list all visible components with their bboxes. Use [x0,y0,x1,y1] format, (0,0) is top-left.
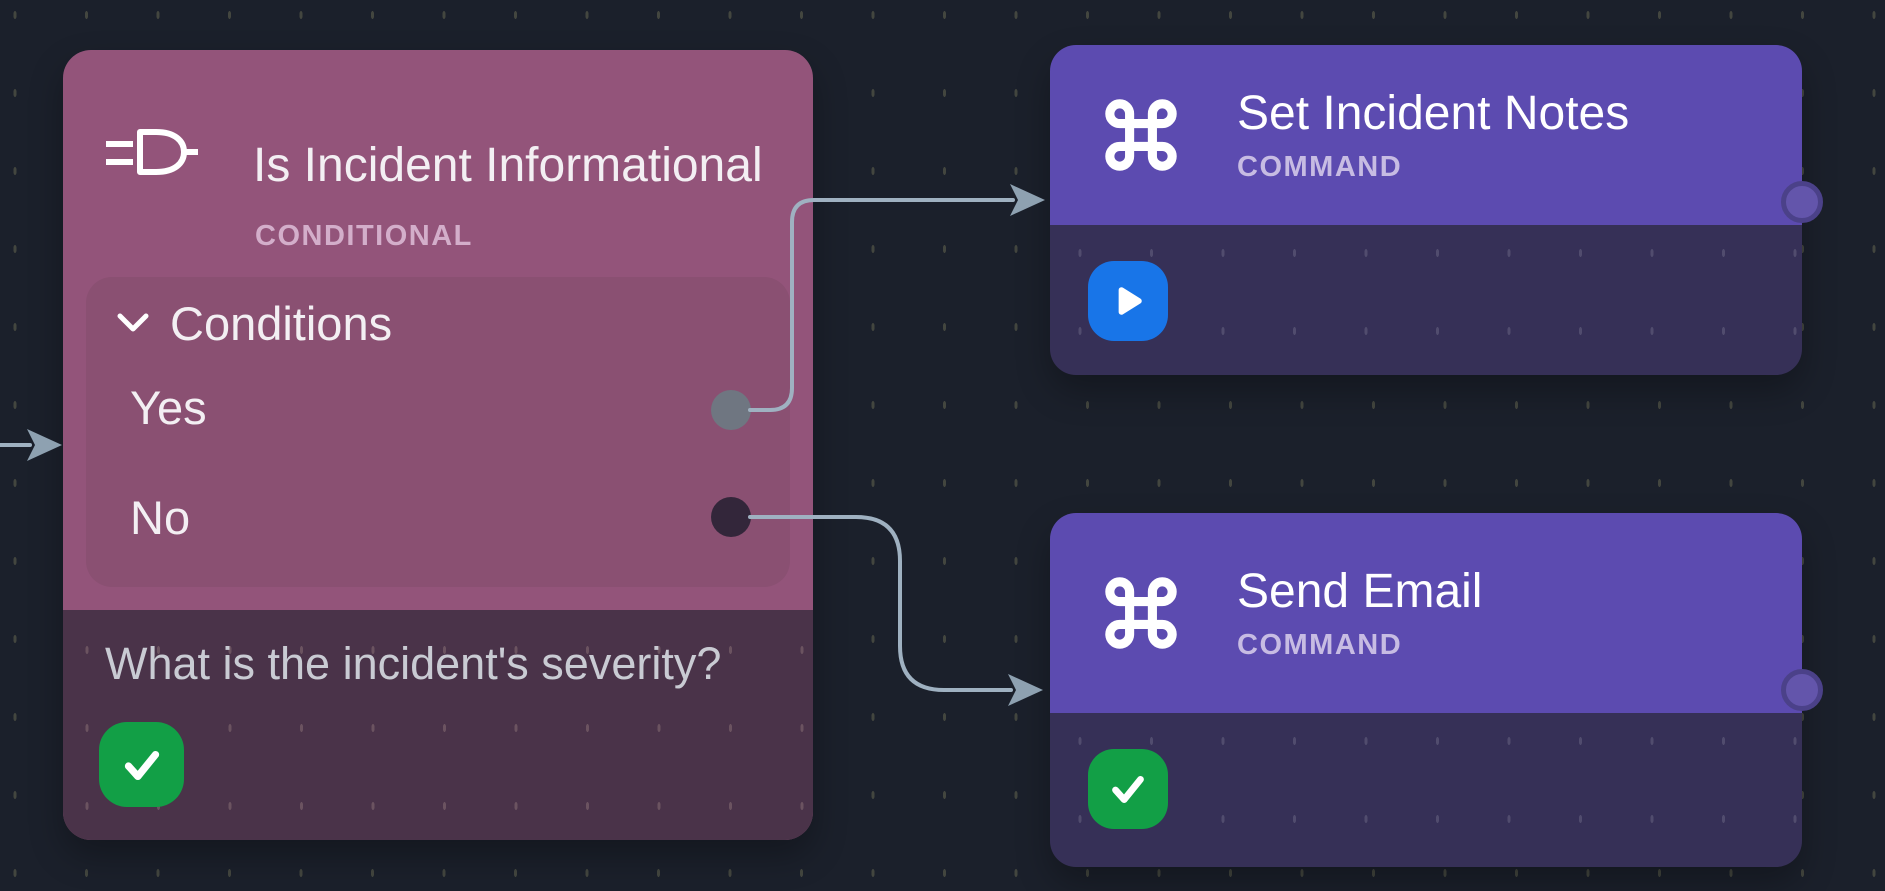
node-footer [1050,225,1802,375]
node-footer [1050,713,1802,867]
branch-row-yes: Yes [130,379,207,435]
branch-row-no: No [130,489,190,545]
check-icon [124,750,159,780]
status-success-button[interactable] [99,722,184,807]
conditions-panel: Conditions Yes No [86,277,790,587]
conditions-toggle[interactable]: Conditions [116,295,392,351]
logic-gate-icon [106,125,198,179]
chevron-down-icon [117,313,149,332]
arrowhead-icon [1008,674,1043,706]
play-icon [1118,287,1142,315]
port-no-output[interactable] [711,497,751,537]
port-output[interactable] [1781,669,1823,711]
node-send-email[interactable]: Send Email COMMAND [1050,513,1823,867]
node-title: Is Incident Informational [253,139,763,192]
command-icon [1105,577,1177,649]
arrowhead-icon [27,429,62,461]
condition-question: What is the incident's severity? [105,638,722,689]
command-icon [1105,99,1177,171]
node-set-incident-notes[interactable]: Set Incident Notes COMMAND [1050,45,1823,375]
arrowhead-icon [1010,184,1045,216]
conditional-footer: What is the incident's severity? [63,610,813,840]
status-success-button[interactable] [1088,749,1168,829]
conditions-label: Conditions [170,296,393,350]
port-output[interactable] [1781,181,1823,223]
branch-label-yes: Yes [130,380,207,434]
node-header: Set Incident Notes COMMAND [1050,45,1823,225]
run-button[interactable] [1088,261,1168,341]
node-conditional[interactable]: Is Incident Informational CONDITIONAL Co… [63,50,813,840]
check-icon [1112,776,1144,803]
port-yes-output[interactable] [711,390,751,430]
branch-label-no: No [130,490,191,544]
node-header: Send Email COMMAND [1050,513,1823,713]
node-type-label: COMMAND [1237,150,1403,183]
node-title: Send Email [1237,564,1483,618]
node-type-label: COMMAND [1237,628,1403,661]
node-type-label: CONDITIONAL [255,220,473,252]
edge-input-to-conditional [0,429,62,461]
node-title: Set Incident Notes [1237,86,1630,140]
